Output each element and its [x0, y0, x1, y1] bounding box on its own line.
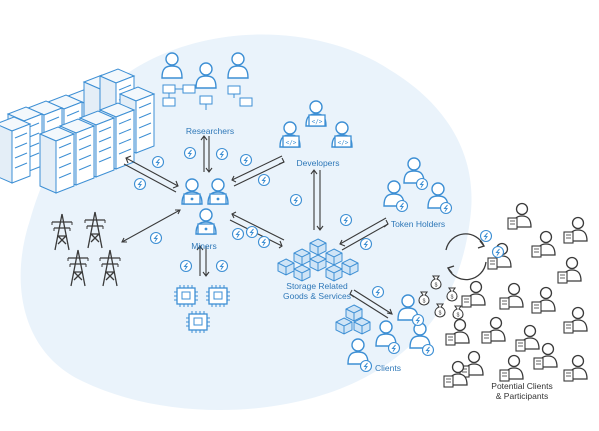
- potential-clients-label-line1: Potential Clients: [491, 381, 553, 391]
- storage-label-line1: Storage Related: [286, 281, 348, 291]
- connection-arrows: [121, 135, 393, 319]
- miners-label: Miners: [191, 241, 217, 251]
- storage-label-line2: Goods & Services: [282, 291, 352, 301]
- researchers-group-icon: [161, 52, 253, 110]
- token-holders-label: Token Holders: [390, 219, 446, 229]
- developers-label: Developers: [296, 158, 340, 168]
- researchers-label: Researchers: [185, 126, 235, 136]
- clients-label: Clients: [375, 363, 401, 373]
- potential-clients-label-line2: & Participants: [495, 391, 549, 401]
